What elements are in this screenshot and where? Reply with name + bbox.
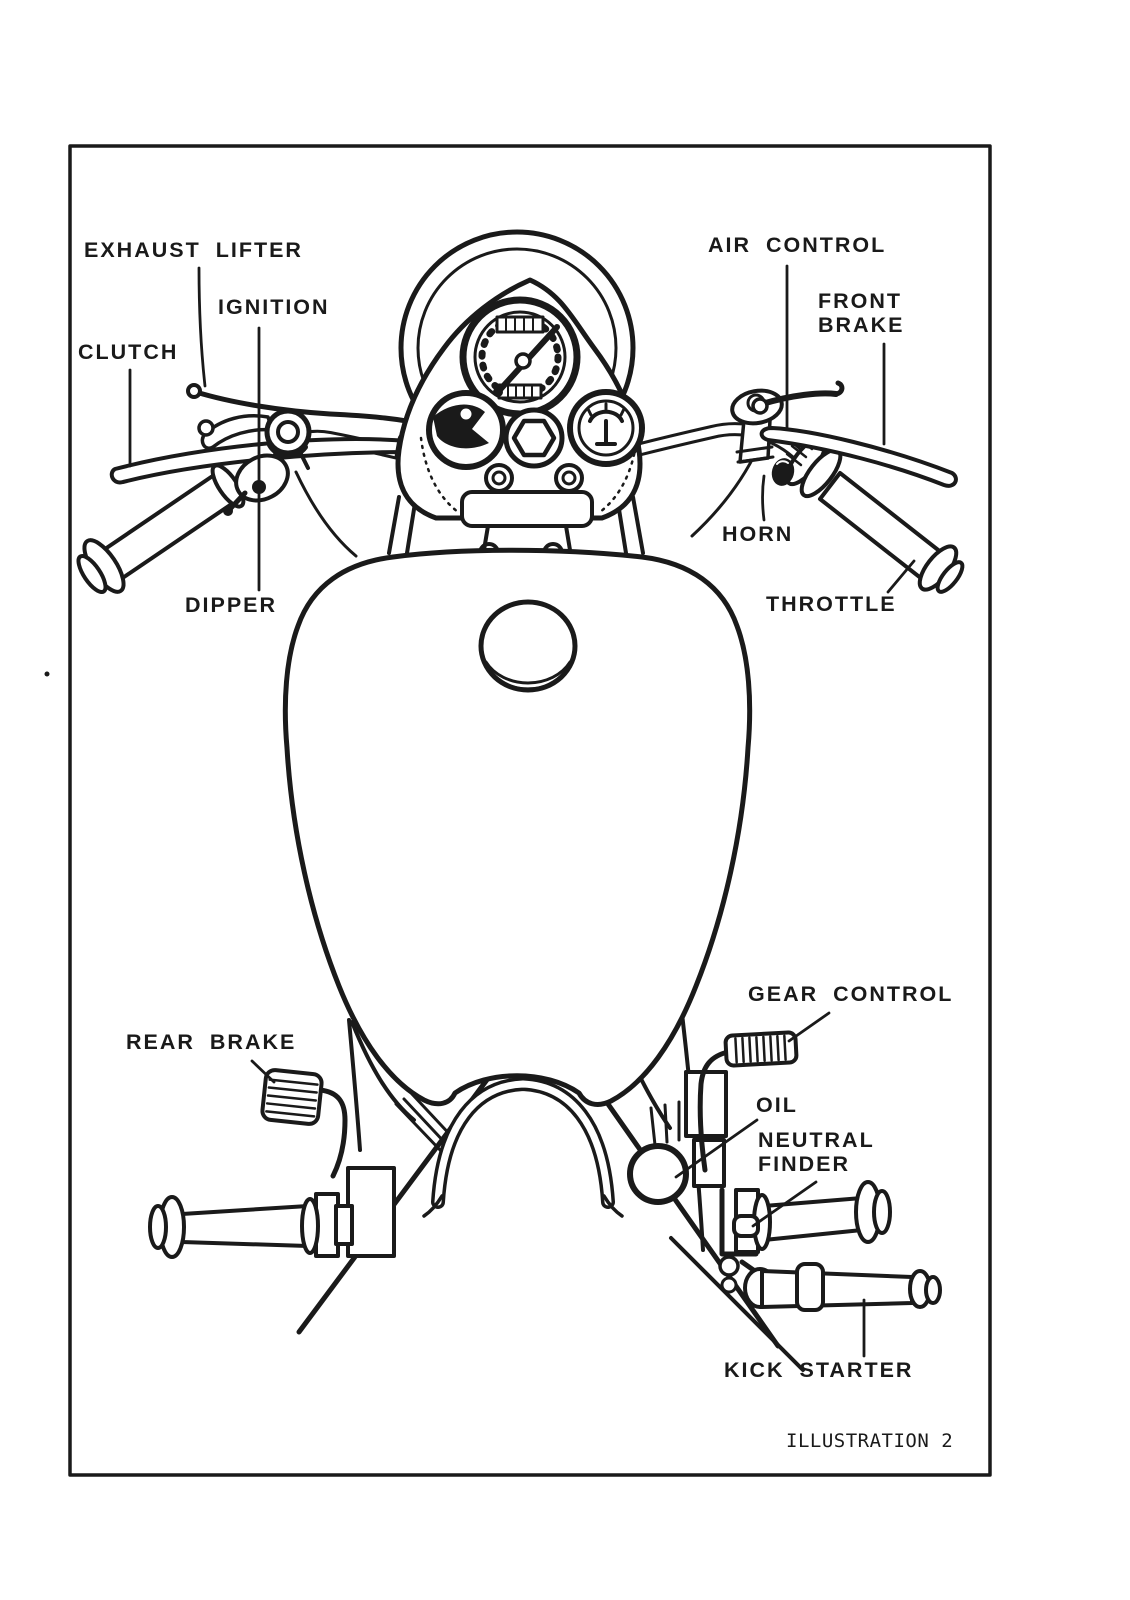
label-gear-control: GEAR CONTROL (748, 982, 954, 1006)
illustration-border (68, 144, 992, 1477)
dipper-switch (223, 453, 290, 516)
leader-oil (674, 1118, 759, 1179)
label-air-control: AIR CONTROL (708, 233, 887, 257)
leader-exhaust-lifter (197, 266, 207, 388)
leader-rear-brake (250, 1059, 276, 1084)
saddle-nose (422, 1077, 624, 1218)
label-throttle: THROTTLE (766, 592, 897, 616)
leader-throttle (886, 559, 916, 594)
figure-caption: ILLUSTRATION 2 (786, 1430, 954, 1452)
leader-lines (128, 264, 916, 1358)
leader-horn (761, 474, 766, 522)
scan-speck (44, 671, 50, 677)
neutral-finder-lever (718, 1187, 760, 1294)
ammeter (567, 389, 645, 467)
kick-starter-crank (739, 1259, 942, 1312)
left-footrest (148, 1192, 354, 1259)
ignition-switch (426, 390, 506, 470)
rear-brake-pedal (260, 1068, 348, 1179)
label-kick-starter: KICK STARTER (724, 1358, 914, 1382)
gear-control-pedal (697, 1030, 799, 1173)
oil-filler-cap (627, 1143, 689, 1205)
exhaust-lifter-lever (186, 383, 429, 428)
fuel-tank (282, 547, 753, 1153)
air-control-lever (751, 380, 845, 415)
label-oil: OIL (756, 1093, 798, 1117)
fuel-filler-cap (478, 599, 578, 693)
label-clutch: CLUTCH (78, 340, 179, 364)
right-footrest (734, 1180, 892, 1254)
leader-neutral-finder (751, 1180, 818, 1228)
left-grip (76, 463, 246, 594)
label-horn: HORN (722, 522, 794, 546)
label-front-brake: FRONT BRAKE (818, 289, 905, 337)
label-neutral-finder: NEUTRAL FINDER (758, 1128, 875, 1176)
label-ignition: IGNITION (218, 295, 330, 319)
ignition-advance-lever (197, 408, 312, 470)
horn-button (771, 458, 795, 486)
label-rear-brake: REAR BRAKE (126, 1030, 297, 1054)
label-exhaust-lifter: EXHAUST LIFTER (84, 238, 303, 262)
leader-gear-control (787, 1011, 831, 1043)
steering-stem-nut (503, 407, 565, 469)
label-dipper: DIPPER (185, 593, 278, 617)
